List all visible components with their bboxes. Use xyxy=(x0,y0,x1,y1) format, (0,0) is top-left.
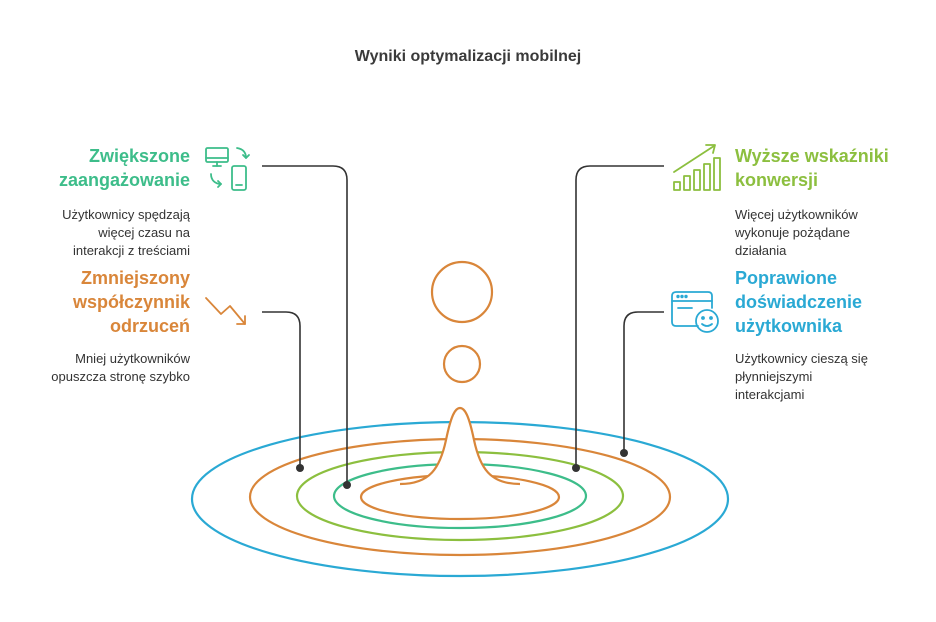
connector-dot-bounce xyxy=(296,464,304,472)
conversion-description: Więcej użytkowników wykonuje pożądane dz… xyxy=(735,207,858,258)
growth-chart-icon xyxy=(673,144,721,191)
bounce-heading: Zmniejszony współczynnik odrzuceń xyxy=(72,268,190,336)
droplet-small xyxy=(442,344,482,384)
connector-experience xyxy=(623,311,664,453)
experience-heading: Poprawione doświadczenie użytkownika xyxy=(735,268,863,336)
trend-down-icon xyxy=(205,297,246,325)
connector-dot-conversion xyxy=(572,464,580,472)
bounce-description: Mniej użytkowników opuszcza stronę szybk… xyxy=(51,351,190,384)
connector-conversion xyxy=(575,165,664,468)
experience-description: Użytkownicy cieszą się płynniejszymi int… xyxy=(735,351,868,402)
browser-smiley-icon xyxy=(671,291,719,333)
connector-bounce xyxy=(262,311,301,468)
engagement-heading: Zwiększone zaangażowanie xyxy=(58,146,190,190)
droplet-large xyxy=(430,260,494,324)
connector-dot-engagement xyxy=(343,481,351,489)
diagram-title: Wyniki optymalizacji mobilnej xyxy=(354,48,582,65)
devices-sync-icon xyxy=(205,147,250,191)
connector-engagement xyxy=(262,165,348,485)
connector-dot-experience xyxy=(620,449,628,457)
splash-peak xyxy=(399,406,521,486)
conversion-heading: Wyższe wskaźniki konwersji xyxy=(735,146,889,190)
engagement-description: Użytkownicy spędzają więcej czasu na int… xyxy=(62,207,190,258)
